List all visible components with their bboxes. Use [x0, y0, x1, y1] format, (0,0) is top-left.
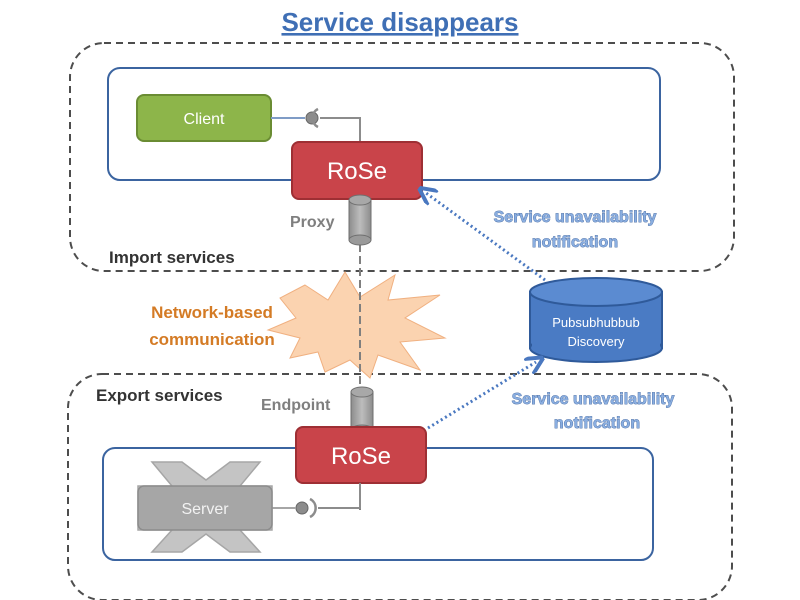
endpoint-cylinder-body: [350, 391, 374, 431]
proxy-cylinder-top: [348, 194, 372, 206]
import-zone-label: Import services: [109, 248, 235, 267]
notification-arrow-top: [426, 193, 546, 282]
server-box[interactable]: [137, 485, 273, 531]
client-socket-cup-icon: [311, 107, 319, 129]
client-label: Client: [184, 111, 225, 128]
network-label-line1: Network-based: [151, 303, 273, 322]
rose-export-label: RoSe: [331, 443, 391, 470]
proxy-label: Proxy: [290, 214, 335, 231]
server-label: Server: [181, 501, 229, 518]
server-socket-ball-icon: [295, 501, 309, 515]
page-title: Service disappears: [281, 7, 518, 37]
notification-bottom-line1: Service unavailability: [512, 391, 675, 408]
notification-top-line2: notification: [532, 234, 618, 251]
notification-top-line1: Service unavailability: [494, 209, 657, 226]
endpoint-cylinder-top: [350, 386, 374, 398]
discovery-label-line1: Pubsubhubbub: [552, 315, 639, 330]
discovery-label-line2: Discovery: [567, 334, 625, 349]
rose-import-label: RoSe: [327, 158, 387, 185]
network-starburst-icon: [266, 271, 447, 379]
export-zone-label: Export services: [96, 386, 223, 405]
discovery-database-icon[interactable]: [529, 277, 663, 307]
proxy-cylinder-icon: [348, 234, 372, 246]
notification-arrow-bottom: [427, 362, 536, 430]
endpoint-label: Endpoint: [261, 397, 331, 414]
notification-bottom-line2: notification: [554, 415, 640, 432]
client-to-rose-line: [320, 117, 361, 142]
export-zone-border: [67, 373, 733, 600]
server-socket-cup-icon: [309, 497, 317, 519]
rose-to-server-line: [318, 483, 361, 509]
proxy-cylinder-body: [348, 199, 372, 241]
network-label-line2: communication: [149, 330, 275, 349]
